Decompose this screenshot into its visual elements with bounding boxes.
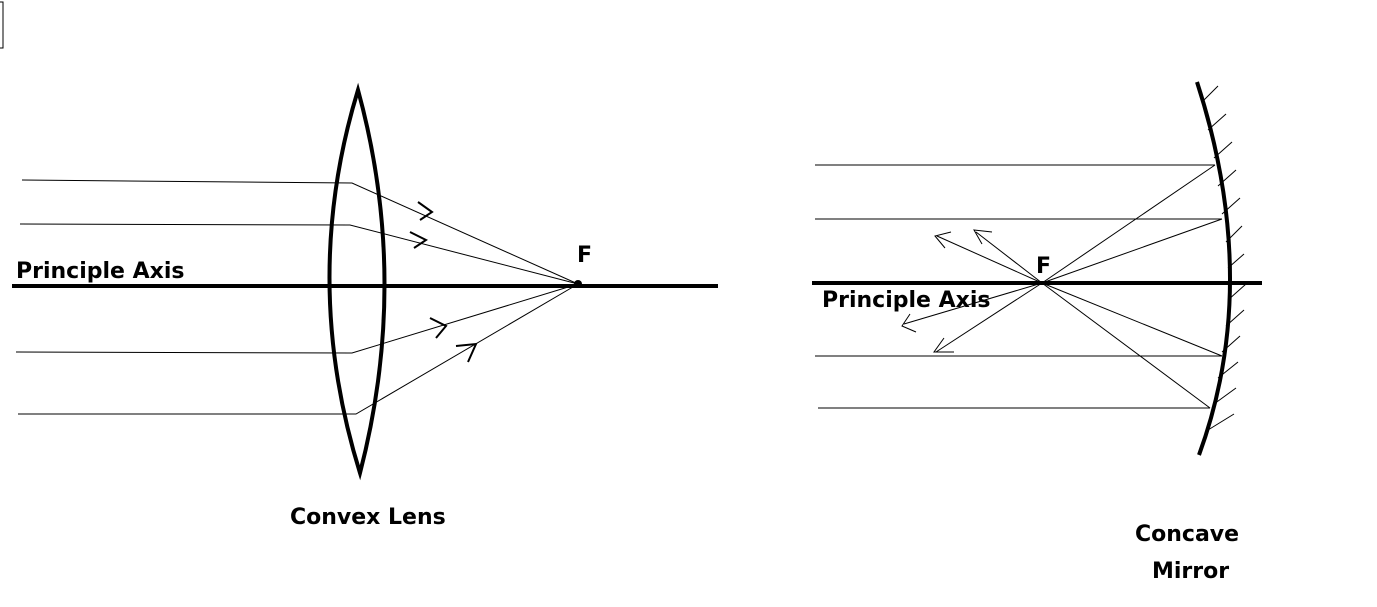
mirror-reflected-rays	[903, 164, 1223, 409]
mirror-incident-rays	[815, 164, 1222, 409]
mirror-ray-arrows	[901, 229, 993, 353]
lens-arrowhead-4	[455, 342, 478, 363]
lens-focus-label: F	[577, 243, 592, 268]
mirror-caption-line2: Mirror	[1152, 559, 1229, 584]
mirror-hatching	[1201, 85, 1247, 431]
lens-caption: Convex Lens	[290, 505, 446, 530]
mirror-arrowhead-3	[901, 313, 917, 333]
mirror-caption-line1: Concave	[1135, 522, 1239, 547]
lens-arrowhead-1	[417, 201, 434, 221]
lens-focal-point	[574, 280, 582, 288]
lens-incident-rays	[15, 179, 579, 415]
mirror-focus-label: F	[1036, 254, 1051, 279]
lens-arrowhead-3	[429, 317, 448, 339]
concave-mirror-shape	[1195, 81, 1232, 456]
lens-axis-label: Principle Axis	[16, 259, 184, 284]
lens-ray-2	[19, 223, 579, 285]
lens-arrowhead-2	[409, 231, 428, 249]
lens-ray-arrows	[409, 201, 478, 363]
convex-lens-diagram: F Principle Axis Convex Lens	[12, 82, 718, 530]
lens-ray-4	[18, 283, 579, 415]
mirror-arrowhead-1	[934, 231, 952, 249]
corner-mark	[0, 1, 4, 49]
mirror-axis-label: Principle Axis	[822, 288, 990, 313]
concave-mirror-diagram: F Principle Axis Concave Mirror	[812, 81, 1262, 584]
convex-lens-shape	[327, 82, 387, 481]
mirror-arrowhead-2	[973, 229, 993, 245]
mirror-arrowhead-4	[933, 337, 954, 353]
lens-ray-3	[15, 283, 579, 354]
lens-ray-1	[21, 179, 579, 285]
